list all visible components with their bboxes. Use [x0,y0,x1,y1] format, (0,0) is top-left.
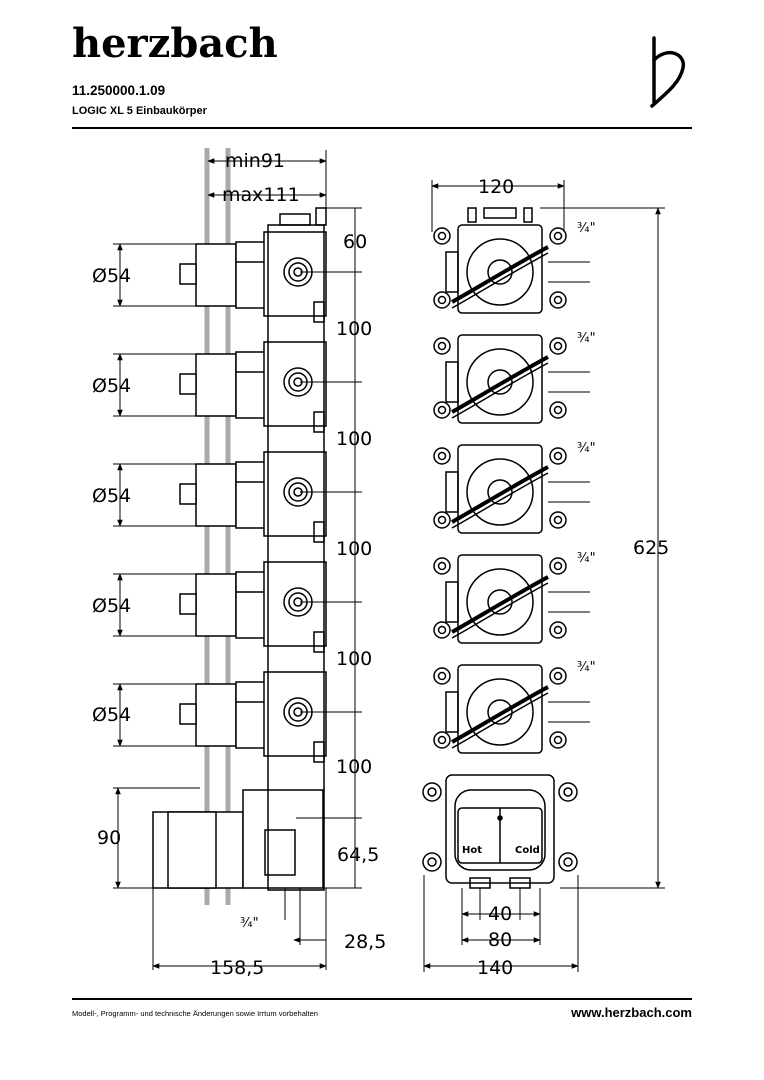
dim-diameter-2: Ø54 [92,375,131,397]
dim-port-spacing-outer: 80 [488,929,512,951]
side-valve-unit [179,671,327,763]
dim-diameter-3: Ø54 [92,485,131,507]
dim-spacing-3: 100 [336,538,372,560]
front-dimensions [423,180,665,972]
header-rule [72,127,692,129]
dim-port-spacing-inner: 40 [488,903,512,925]
dim-thread-side-3: ¾" [577,441,596,456]
cold-label: Cold [515,845,540,856]
article-number: 11.250000.1.09 [72,83,166,98]
dim-min-depth: min91 [225,150,285,172]
herzbach-h-logo-icon [650,36,685,108]
dim-diameter-1: Ø54 [92,265,131,287]
side-view [152,148,327,920]
front-view [422,207,590,889]
side-valve-unit [179,341,327,433]
dim-spacing-5: 100 [336,756,372,778]
dim-front-width: 120 [478,176,514,198]
hot-label: Hot [462,845,482,856]
dim-spacing-1: 100 [336,318,372,340]
dim-spacing-2: 100 [336,428,372,450]
dim-spacing-4: 100 [336,648,372,670]
dim-side-offset: 28,5 [344,931,386,953]
front-valve-unit [433,554,590,644]
dim-thread-side-4: ¾" [577,551,596,566]
dim-base-width: 140 [477,957,513,979]
front-valve-unit [433,224,590,314]
dim-thread-side-1: ¾" [577,221,596,236]
website-link[interactable]: www.herzbach.com [571,1005,692,1020]
front-valve-unit [433,334,590,424]
product-name: LOGIC XL 5 Einbaukörper [72,105,207,117]
front-valve-unit [433,444,590,534]
dim-thread-side-5: ¾" [577,660,596,675]
brand-name: herzbach [72,20,278,67]
front-valve-unit [433,664,590,754]
dim-max-depth: max111 [222,184,300,206]
side-valve-unit [179,231,327,323]
dim-top-offset: 60 [343,231,367,253]
side-valve-unit [179,451,327,543]
dim-bottom-offset: 64,5 [337,844,379,866]
disclaimer: Modell-, Programm- und technische Änderu… [72,1009,318,1018]
dim-total-depth: 158,5 [210,957,264,979]
dim-thread-bottom: ¾" [240,916,259,931]
side-valve-unit [179,561,327,653]
dim-diameter-4: Ø54 [92,595,131,617]
footer-rule [72,998,692,1000]
side-dimensions [113,150,362,970]
dim-thread-side-2: ¾" [577,331,596,346]
dim-block-height: 90 [97,827,121,849]
dim-total-height: 625 [633,537,669,559]
dim-diameter-5: Ø54 [92,704,131,726]
